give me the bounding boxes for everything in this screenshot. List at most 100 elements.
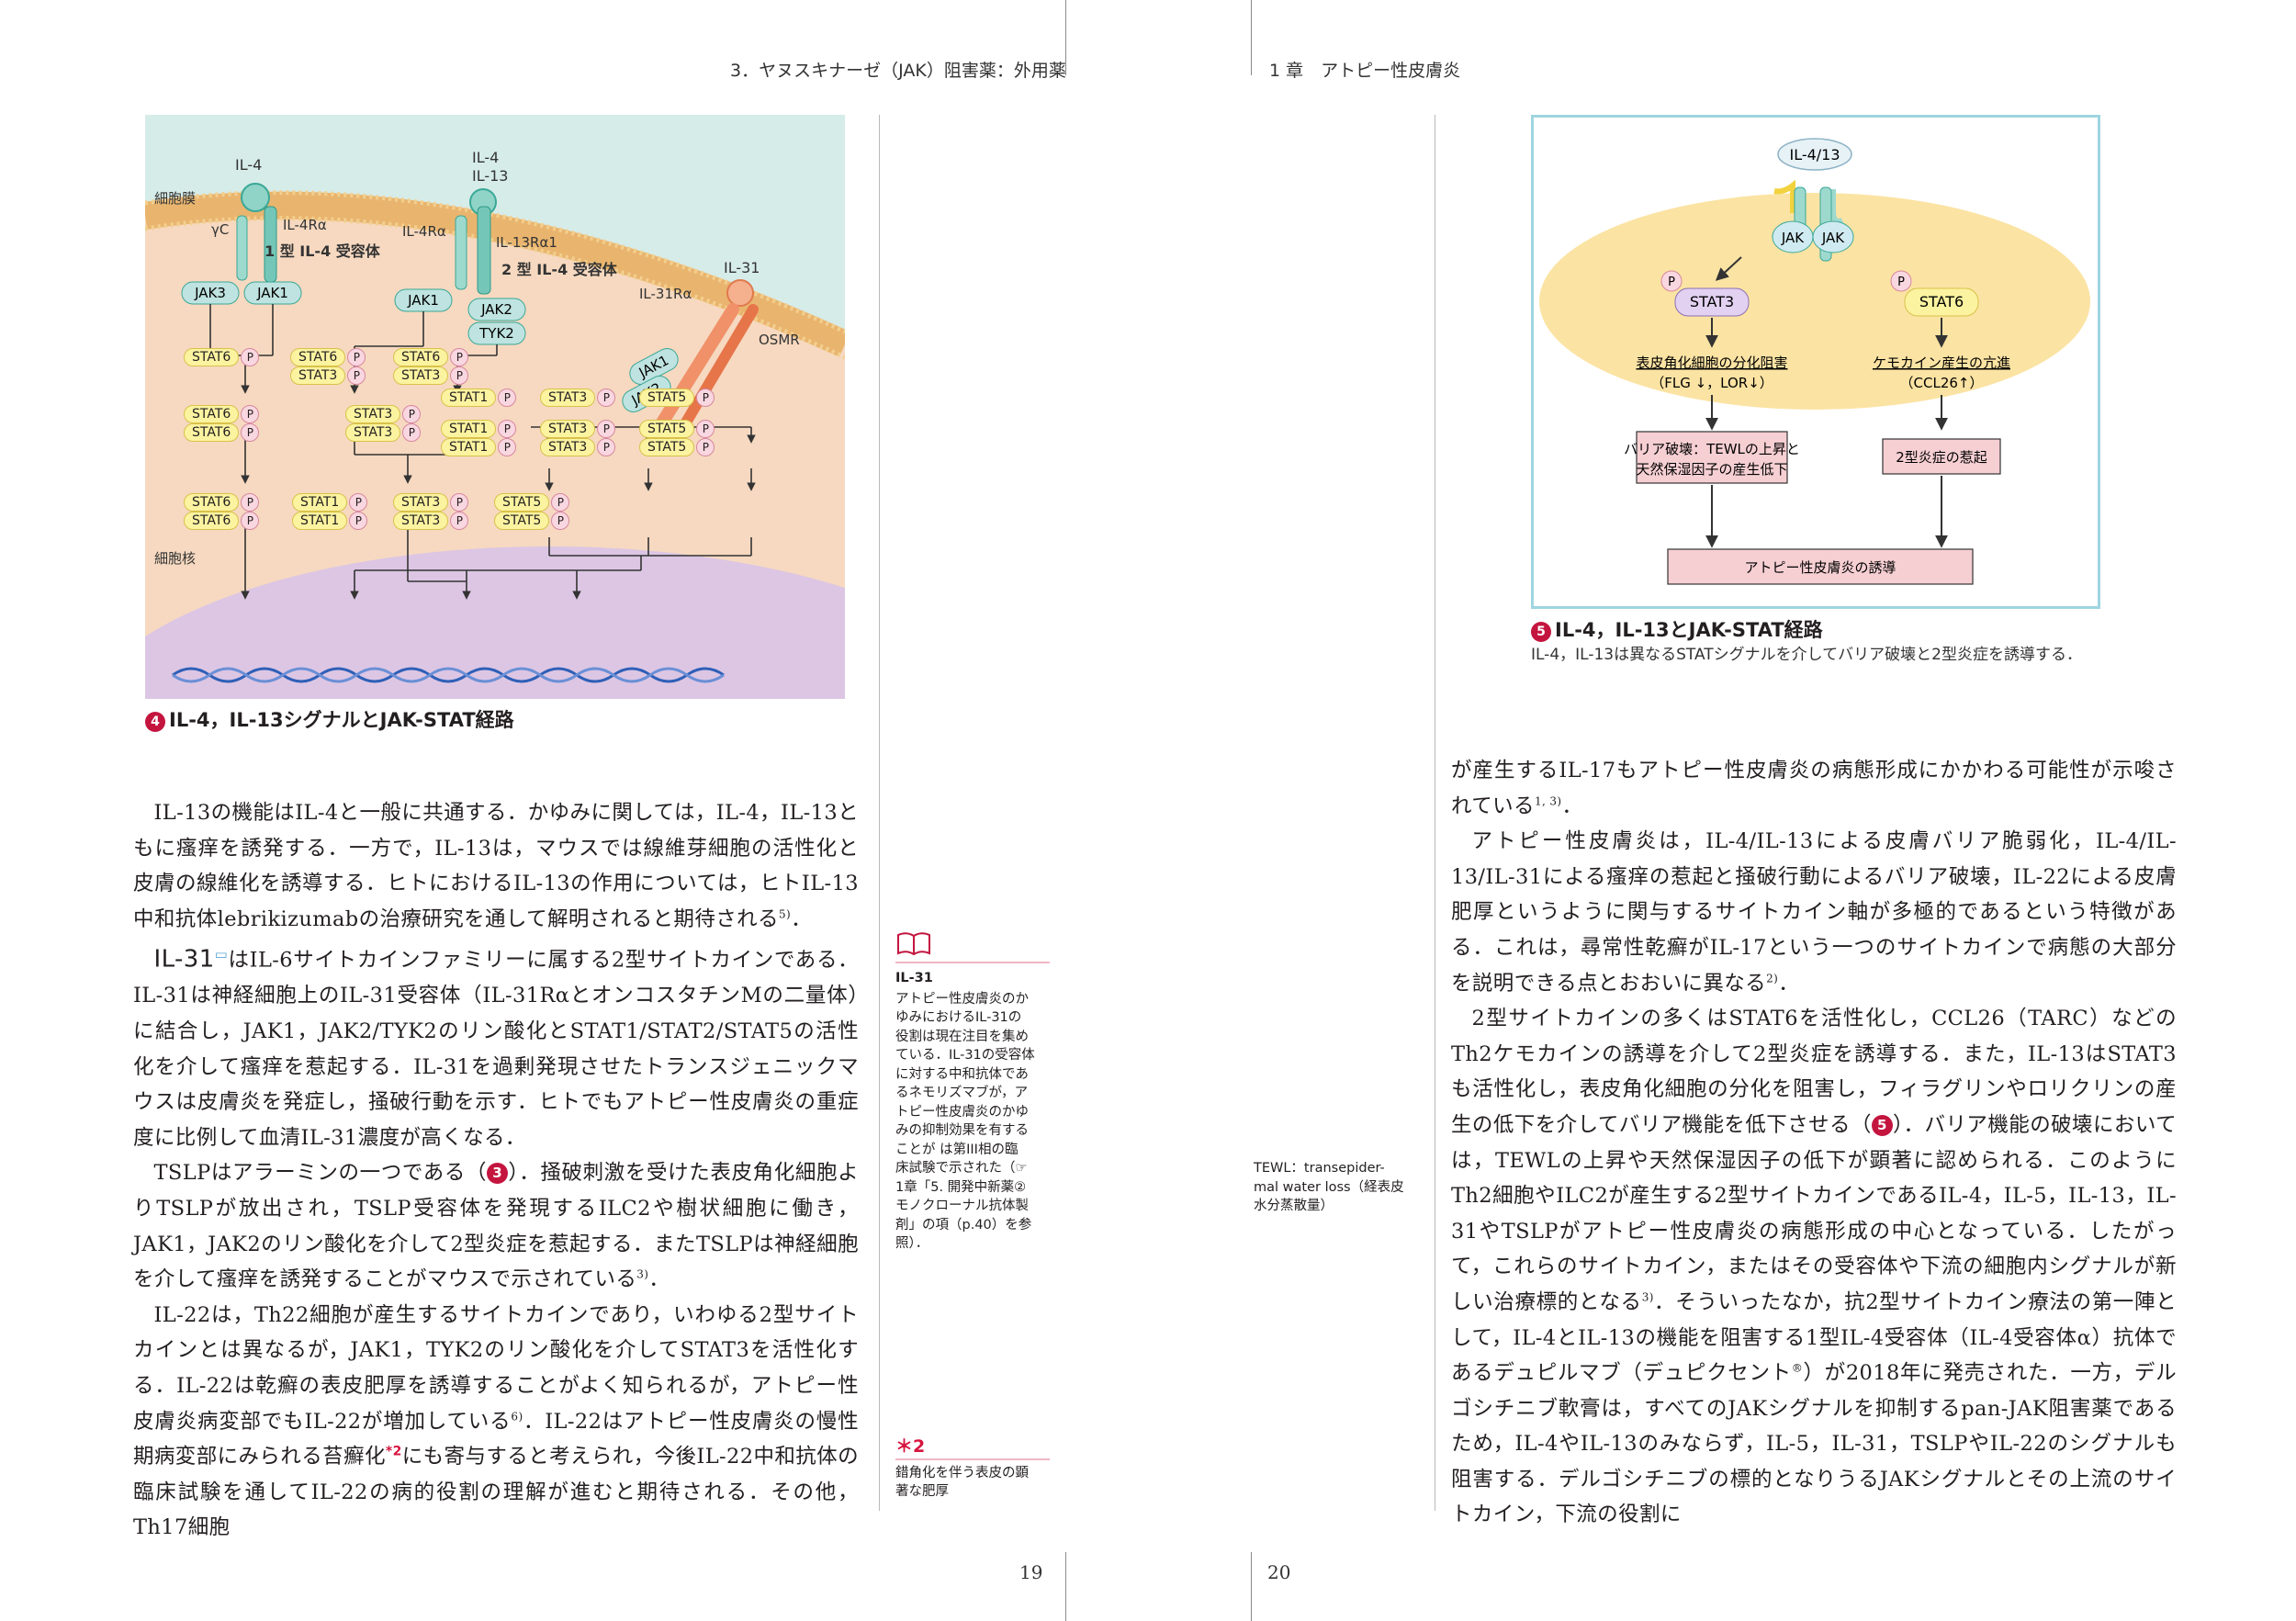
il4ra-chain-2 xyxy=(455,215,467,290)
jak2-box xyxy=(467,298,526,321)
running-head-right: 1 章 アトピー性皮膚炎 xyxy=(1269,61,1461,81)
stat5-label: STAT5 xyxy=(494,493,550,512)
stat6-label: STAT6 xyxy=(184,405,240,423)
il31ra-chain xyxy=(653,303,739,433)
label-il31: IL-31 xyxy=(724,259,760,276)
svg-text:STAT6: STAT6 xyxy=(1919,293,1964,310)
ref-figure-5[interactable]: 5 xyxy=(1871,1114,1893,1136)
stat3-label: STAT3 xyxy=(540,420,596,438)
svg-text:JAK1: JAK1 xyxy=(407,292,439,309)
svg-text:TYK2: TYK2 xyxy=(478,325,514,342)
p-phosphate-icon: P xyxy=(498,438,517,456)
p-phosphate-icon: P xyxy=(349,493,368,512)
svg-text:2型炎症の惹起: 2型炎症の惹起 xyxy=(1896,449,1987,466)
stat6-label: STAT6 xyxy=(393,348,449,366)
dna-strand xyxy=(172,667,725,683)
stat1-label: STAT1 xyxy=(441,420,497,438)
stat6-label: STAT6 xyxy=(184,512,240,530)
stat3-label: STAT3 xyxy=(393,366,449,385)
side-note-tewl: TEWL：transepider-mal water loss（経表皮水分蒸散量… xyxy=(1254,1161,1404,1213)
stat6-label: STAT6 xyxy=(290,348,346,366)
label-gamma-c: γC xyxy=(211,221,229,238)
type2-inflammation-box xyxy=(1882,438,2001,475)
p-phosphate-icon: P xyxy=(241,348,260,366)
stat3-label: STAT3 xyxy=(393,493,449,512)
stat6-label: STAT6 xyxy=(184,423,240,442)
p-phosphate-icon: P xyxy=(551,512,570,530)
stat3-label: STAT3 xyxy=(540,388,596,407)
ref-figure-3[interactable]: 3 xyxy=(487,1163,509,1185)
p-phosphate-icon: P xyxy=(696,420,715,438)
gutter-rule-bottom-right xyxy=(1251,1552,1252,1621)
il4-ligand xyxy=(241,183,270,212)
stat3-label: STAT3 xyxy=(290,366,346,385)
p-phosphate-icon: P xyxy=(241,512,260,530)
p-right xyxy=(1890,270,1912,292)
svg-text:P: P xyxy=(1668,276,1675,289)
il31-ligand xyxy=(726,279,754,307)
label-il31ra: IL-31Rα xyxy=(639,286,692,302)
label-cell-membrane: 細胞膜 xyxy=(154,190,196,207)
p-phosphate-icon: P xyxy=(551,493,570,512)
side-note-star2-title: ＊2 xyxy=(895,1436,926,1457)
stat3-label: STAT3 xyxy=(345,405,401,423)
p-phosphate-icon: P xyxy=(597,438,616,456)
p-phosphate-icon: P xyxy=(597,420,616,438)
figure-5-title: IL-4，IL-13とJAK-STAT経路 xyxy=(1555,619,1823,641)
stat3-label: STAT3 xyxy=(393,512,449,530)
paragraph-il22: IL-22は，Th22細胞が産生するサイトカインであり，いわゆる2型サイトカイン… xyxy=(133,1302,860,1540)
side-note-star2: ＊2 錯角化を伴う表皮の顕著な肥厚 xyxy=(895,1437,1061,1502)
label-type2-receptor: 2 型 IL-4 受容体 xyxy=(501,261,618,278)
side-note-il31: IL-31 アトピー性皮膚炎のかゆみにおけるIL-31の役割は現在注目を集めてい… xyxy=(895,969,1061,1254)
paragraph-il31: IL-31▭はIL-6サイトカインファミリーに属する2型サイトカインである．IL… xyxy=(133,945,859,1150)
figure-4-diagram: 細胞膜 細胞核 IL-4 γC IL-4Rα 1 型 IL-4 受容体 JAK3… xyxy=(145,115,845,699)
side-note-rule-1 xyxy=(895,962,1050,963)
stat5-label: STAT5 xyxy=(639,388,695,407)
svg-text:P: P xyxy=(1897,276,1905,289)
p-phosphate-icon: P xyxy=(498,420,517,438)
label-il4: IL-4 xyxy=(235,156,262,174)
nucleus xyxy=(145,546,845,699)
right-effect-sub: （CCL26↑） xyxy=(1900,375,1984,391)
ligand-bubble xyxy=(1777,138,1852,171)
stat1-label: STAT1 xyxy=(441,388,497,407)
stat6-label: STAT6 xyxy=(184,348,240,366)
figure-5-number: 5 xyxy=(1531,622,1551,642)
svg-text:JAK: JAK xyxy=(1781,230,1805,246)
label-il13ra1: IL-13Rα1 xyxy=(496,234,557,251)
figure-4: 細胞膜 細胞核 IL-4 γC IL-4Rα 1 型 IL-4 受容体 JAK3… xyxy=(145,115,845,699)
svg-text:JAK: JAK xyxy=(1821,230,1845,246)
paragraph-il17: が産生するIL-17もアトピー性皮膚炎の病態形成にかかわる可能性が示唆されている… xyxy=(1451,759,2177,818)
svg-text:STAT3: STAT3 xyxy=(1690,293,1734,310)
left-body-text: IL-13の機能はIL-4と一般に共通する．かゆみに関しては，IL-4，IL-1… xyxy=(133,795,859,1546)
p-phosphate-icon: P xyxy=(402,405,422,423)
stat5-label: STAT5 xyxy=(494,512,550,530)
p-phosphate-icon: P xyxy=(450,348,469,366)
footnote-marker-2[interactable]: *2 xyxy=(385,1444,402,1459)
paragraph-type2: 2型サイトカインの多くはSTAT6を活性化し，CCL26（TARC）などのTh2… xyxy=(1451,1007,2178,1527)
svg-text:バリア破壊：TEWLの上昇と: バリア破壊：TEWLの上昇と xyxy=(1624,441,1800,457)
receptor-yellow xyxy=(1773,179,1795,213)
figure-4-number: 4 xyxy=(145,712,165,732)
p-phosphate-icon: P xyxy=(450,493,469,512)
stat3-box xyxy=(1674,287,1750,317)
left-effect: 表皮角化細胞の分化阻害 xyxy=(1636,355,1787,371)
p-phosphate-icon: P xyxy=(241,423,260,442)
figure-5-diagram: IL-4/13 JAK JAK P STAT3 P STAT6 表皮角化細胞の分… xyxy=(1539,138,2090,585)
stat3-label: STAT3 xyxy=(345,423,401,442)
barrier-box xyxy=(1636,431,1788,484)
